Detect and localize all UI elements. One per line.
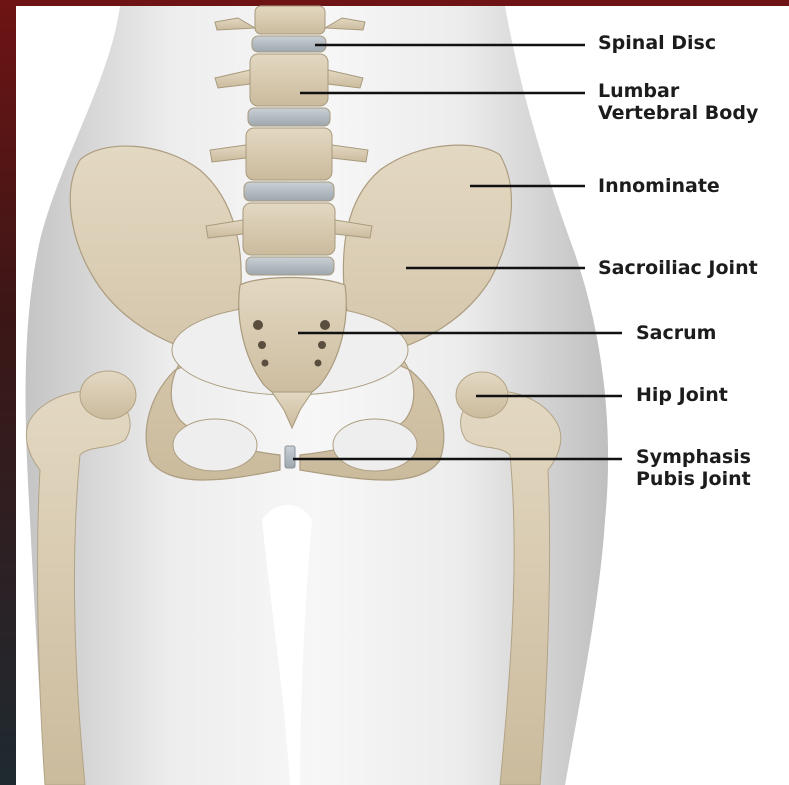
label-line: Vertebral Body	[598, 102, 758, 124]
label-line: Innominate	[598, 175, 720, 197]
symphysis-cartilage	[285, 446, 295, 468]
label-symphasis-pubis-joint: Symphasis Pubis Joint	[636, 446, 751, 490]
label-line: Spinal Disc	[598, 32, 716, 54]
label-innominate: Innominate	[598, 175, 720, 197]
label-sacroiliac-joint: Sacroiliac Joint	[598, 257, 758, 279]
label-hip-joint: Hip Joint	[636, 384, 728, 406]
label-line: Sacrum	[636, 322, 716, 344]
label-line: Hip Joint	[636, 384, 728, 406]
label-line: Symphasis	[636, 446, 751, 468]
left-obturator	[173, 419, 257, 471]
label-spinal-disc: Spinal Disc	[598, 32, 716, 54]
right-obturator	[333, 419, 417, 471]
label-line: Sacroiliac Joint	[598, 257, 758, 279]
label-lumbar-vertebral-body: Lumbar Vertebral Body	[598, 80, 758, 124]
label-line: Lumbar	[598, 80, 758, 102]
label-sacrum: Sacrum	[636, 322, 716, 344]
label-line: Pubis Joint	[636, 468, 751, 490]
